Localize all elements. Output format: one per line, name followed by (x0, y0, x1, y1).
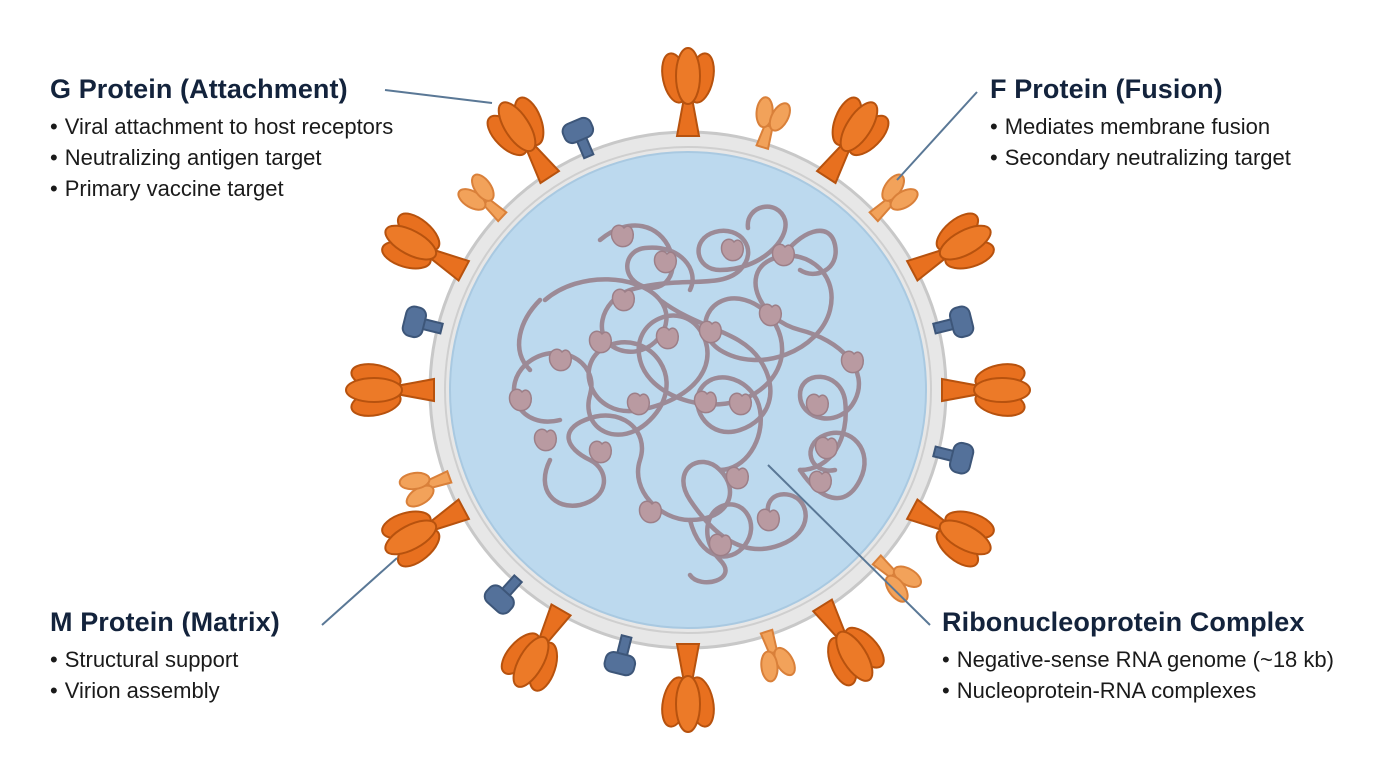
rna-strand (687, 502, 754, 585)
leader-lines (321, 89, 978, 626)
nucleoprotein (533, 428, 558, 452)
g-protein-spike (941, 359, 1031, 421)
nucleoprotein (588, 440, 613, 464)
nucleoprotein (771, 243, 796, 267)
rnp-leader (767, 464, 931, 626)
nucleoprotein (611, 288, 636, 312)
m-protein-leader (321, 557, 398, 626)
rnp-title: Ribonucleoprotein Complex (942, 607, 1305, 637)
nucleoprotein (814, 436, 839, 460)
nucleoprotein (548, 348, 573, 372)
nucleoprotein (840, 350, 865, 374)
f-protein-title: F Protein (Fusion) (990, 74, 1223, 104)
nucleoprotein (708, 533, 733, 557)
nucleoprotein (693, 390, 718, 414)
m-protein-bullet: Structural support (50, 644, 280, 675)
m-protein-bullet: Virion assembly (50, 675, 280, 706)
nucleoprotein (508, 388, 533, 412)
m-protein-label: M Protein (Matrix) Structural support Vi… (50, 607, 280, 706)
rna-strand (516, 297, 543, 373)
f-protein-leader (896, 91, 978, 181)
nucleoprotein (638, 500, 663, 524)
nucleoprotein (626, 392, 651, 416)
g-protein-bullet: Primary vaccine target (50, 173, 393, 204)
f-protein-label: F Protein (Fusion) Mediates membrane fus… (990, 74, 1291, 173)
rna-genome (511, 204, 867, 585)
nucleoprotein (725, 466, 750, 490)
g-protein-bullet: Viral attachment to host receptors (50, 111, 394, 142)
rnp-bullet: Negative-sense RNA genome (~18 kb) (942, 644, 1334, 675)
nucleoprotein (758, 303, 783, 327)
g-protein-spike (657, 643, 719, 733)
f-protein-bullet: Mediates membrane fusion (990, 111, 1291, 142)
g-protein-bullets: Viral attachment to host receptors Neutr… (50, 111, 394, 204)
envelope-inner-edge (444, 146, 932, 634)
g-protein-spike (657, 47, 719, 137)
g-protein-spike (345, 359, 435, 421)
nucleoprotein (588, 330, 613, 354)
g-protein-title: G Protein (Attachment) (50, 74, 348, 104)
nucleoprotein (756, 508, 781, 532)
rna-strand (777, 228, 838, 277)
rna-strand (657, 297, 773, 473)
nucleoprotein (728, 392, 753, 416)
rnp-bullet: Nucleoprotein-RNA complexes (942, 675, 1334, 706)
f-protein-bullets: Mediates membrane fusion Secondary neutr… (990, 111, 1291, 173)
nucleoprotein (698, 320, 723, 344)
nucleoprotein (610, 224, 635, 248)
rna-strand (797, 430, 867, 501)
nucleoprotein (653, 250, 678, 274)
nucleoprotein (720, 238, 745, 262)
f-protein-bullet: Secondary neutralizing target (990, 142, 1291, 173)
nucleoprotein (808, 470, 833, 494)
g-protein-leader (384, 89, 493, 104)
rna-strand (597, 223, 695, 293)
nucleoproteins (508, 224, 865, 557)
g-protein-label: G Protein (Attachment) Viral attachment … (50, 74, 393, 204)
nucleoprotein (805, 393, 830, 417)
m-protein-title: M Protein (Matrix) (50, 607, 280, 637)
g-protein-bullet: Neutralizing antigen target (50, 142, 393, 173)
rnp-bullets: Negative-sense RNA genome (~18 kb) Nucle… (942, 644, 1334, 706)
m-protein-bullets: Structural support Virion assembly (50, 644, 280, 706)
nucleoprotein (655, 326, 680, 350)
rnp-label: Ribonucleoprotein Complex Negative-sense… (942, 607, 1334, 706)
